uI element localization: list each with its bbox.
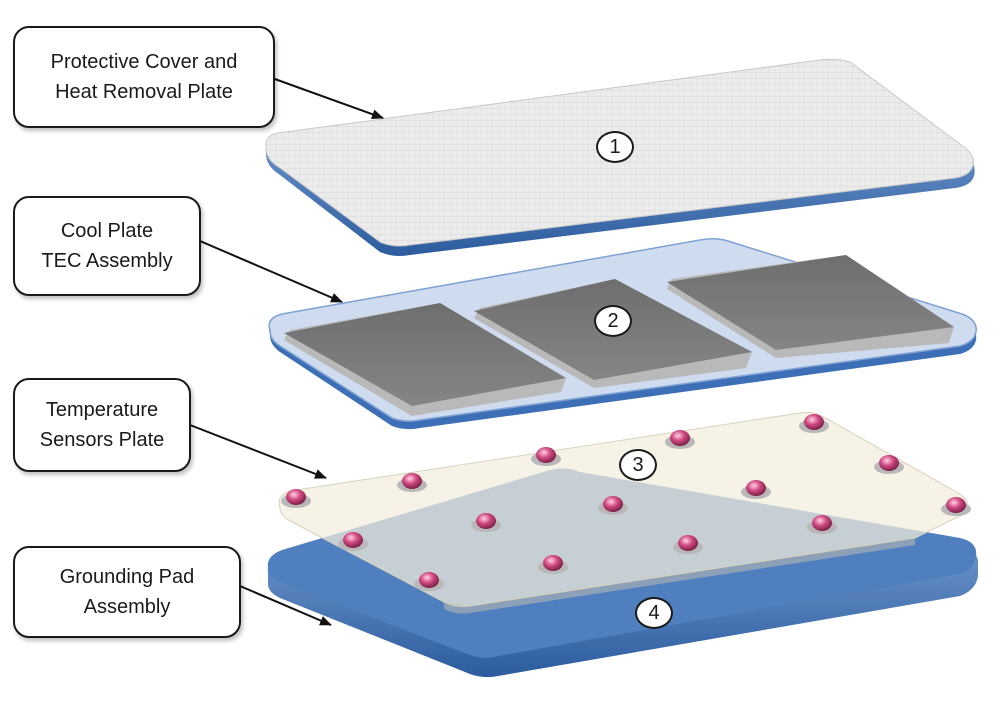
sensor-bump <box>598 496 628 515</box>
callout-cool-plate: Cool Plate TEC Assembly <box>13 196 201 296</box>
callout-3-line-2: Sensors Plate <box>39 429 165 451</box>
callout-protective-cover: Protective Cover and Heat Removal Plate <box>13 26 275 128</box>
leader-arrow-4 <box>239 585 332 626</box>
callout-1-line-2: Heat Removal Plate <box>55 81 233 103</box>
sensor-bump <box>338 532 368 551</box>
layer-number-4: 4 <box>635 597 673 629</box>
callout-2-line-1: Cool Plate <box>60 220 154 242</box>
leader-arrows <box>189 77 384 626</box>
layer-number-1: 1 <box>596 131 634 163</box>
sensor-bump <box>538 555 568 574</box>
tec-module-right <box>667 255 954 358</box>
sensor-bump <box>665 430 695 449</box>
sensor-bump <box>281 489 311 508</box>
sensor-bump <box>531 447 561 466</box>
tec-module-left <box>284 303 566 416</box>
leader-arrow-1 <box>271 77 384 119</box>
callout-grounding-pad: Grounding Pad Assembly <box>13 546 241 638</box>
sensor-bump <box>874 455 904 474</box>
callout-temperature-sensors: Temperature Sensors Plate <box>13 378 191 472</box>
callout-4-line-1: Grounding Pad <box>59 566 195 588</box>
sensor-bump <box>807 515 837 534</box>
sensor-bumps <box>281 414 971 591</box>
sensor-bump <box>471 513 501 532</box>
sensor-bump <box>941 497 971 516</box>
callout-2-line-2: TEC Assembly <box>41 250 173 272</box>
layer-number-2: 2 <box>594 305 632 337</box>
callout-1-line-1: Protective Cover and <box>50 51 238 73</box>
callout-3-line-1: Temperature <box>45 399 159 421</box>
sensor-bump <box>397 473 427 492</box>
sensor-bump <box>741 480 771 499</box>
sensor-bump <box>673 535 703 554</box>
leader-arrow-2 <box>199 240 343 303</box>
sensor-bump <box>414 572 444 591</box>
sensor-bump <box>799 414 829 433</box>
leader-arrow-3 <box>189 424 327 479</box>
callout-4-line-2: Assembly <box>83 596 171 618</box>
layer-number-3: 3 <box>619 449 657 481</box>
